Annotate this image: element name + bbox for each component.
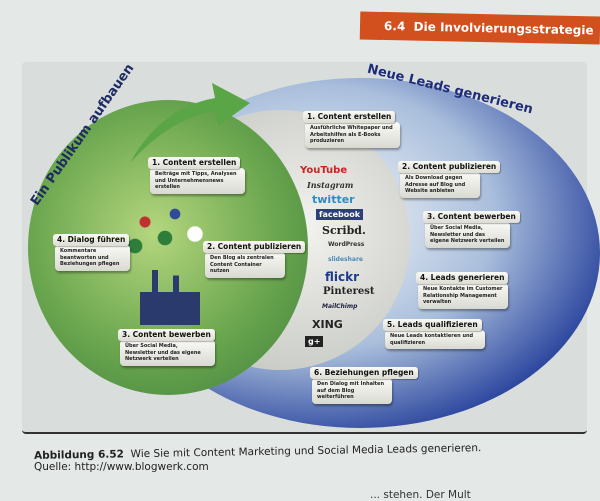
chapter-header: 6.4 Die Involvierungsstrategie <box>359 11 600 45</box>
logo-slideshare: slideshare <box>328 256 363 263</box>
section-number: 6.4 <box>383 18 406 34</box>
body-text-cut: ... stehen. Der Mult <box>370 489 471 501</box>
logo-twitter: twitter <box>312 193 355 206</box>
content-cloud-icon <box>115 190 215 270</box>
logo-youtube: YouTube <box>300 165 348 176</box>
curved-arrow-icon <box>130 83 250 163</box>
logo-wordpress: WordPress <box>328 241 365 248</box>
logo-mailchimp: MailChimp <box>322 303 358 310</box>
logo-flickr: flickr <box>325 270 360 284</box>
logo-xing: XING <box>312 318 343 331</box>
logo-google-plus: g+ <box>305 336 324 347</box>
logo-facebook: facebook <box>316 209 364 220</box>
logo-pinterest: Pinterest <box>323 286 375 297</box>
figure-caption: Abbildung 6.52 Wie Sie mit Content Marke… <box>33 442 482 462</box>
logo-instagram: Instagram <box>307 180 354 190</box>
section-title: Die Involvierungsstrategie <box>413 19 594 38</box>
figure-source: Quelle: http://www.blogwerk.com <box>34 461 209 473</box>
logo-scribd: Scribd. <box>322 224 366 237</box>
